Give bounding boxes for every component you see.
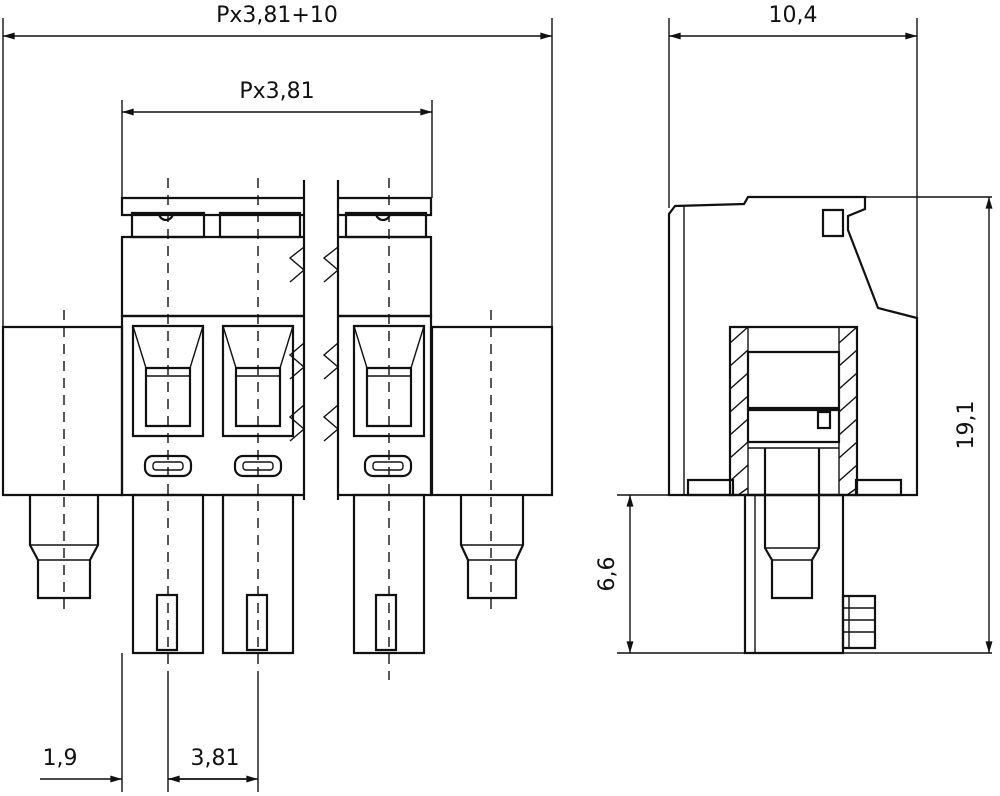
dim-pin-length: 6,6: [595, 557, 620, 592]
dim-depth: 10,4: [769, 3, 818, 28]
dim-overall-width: Px3,81+10: [216, 3, 338, 28]
dimension-labels: Px3,81+10 Px3,81 10,4 19,1 6,6 1,9 3,81: [43, 3, 980, 771]
side-view: [617, 18, 993, 653]
dim-pitch-span: Px3,81: [239, 79, 314, 104]
dim-height: 19,1: [954, 401, 979, 450]
dim-edge-offset: 1,9: [43, 746, 78, 771]
dim-pitch: 3,81: [191, 746, 240, 771]
front-view: [3, 18, 552, 792]
